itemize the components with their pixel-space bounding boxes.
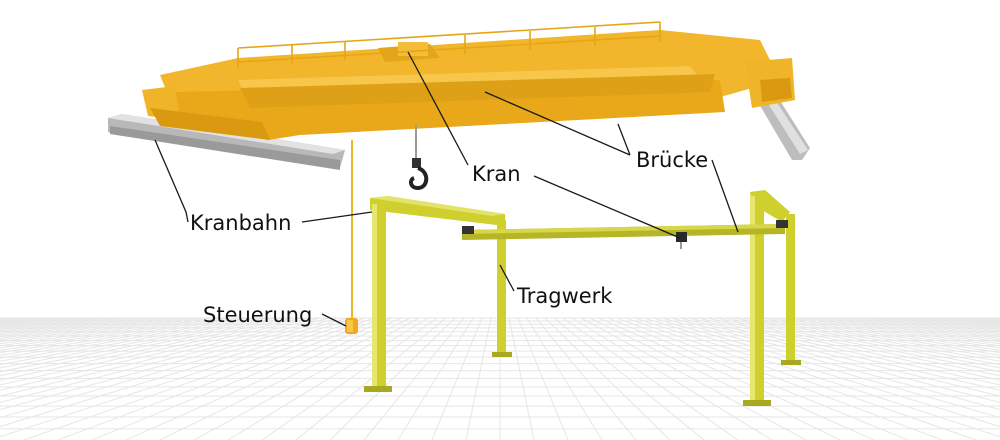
floor-grid-line [589,317,841,440]
leader-steuerung [321,313,347,327]
pendant-control-icon [345,318,358,334]
floor-grid-line [363,317,465,440]
floor-grid-line [0,317,195,347]
labels: Kranbahn Kran Brücke Tragwerk Steuerung [190,148,708,327]
floor-grid-line [0,317,303,386]
floor-grid-line [0,317,267,369]
floor-grid-line [571,317,773,440]
floor-grid-line [544,317,671,440]
floor-grid-line [91,317,393,440]
label-kran: Kran [472,162,521,186]
crane-bridge [142,21,795,140]
floor-grid-line [652,317,1000,419]
floor-grid-line [688,317,1000,391]
floor-grid-line [0,317,294,381]
floor-grid-line [0,317,168,341]
floor-grid-line [0,317,321,397]
floor-grid-line [553,317,705,440]
overhead-crane [108,21,810,334]
floor-grid-line [535,317,637,440]
support-structure [364,190,801,406]
leader-bruecke-1 [484,91,631,156]
floor-grid-line [0,317,240,359]
floor-grid-line [125,317,402,440]
leader-bruecke-3 [711,159,739,233]
floor-grid-line [23,317,375,440]
floor-grid-line [227,317,429,440]
floor-grid-line [706,317,1000,381]
leader-tragwerk [499,264,515,292]
label-tragwerk: Tragwerk [516,284,613,308]
column-front-right [743,196,771,406]
floor-grid-line [769,317,1000,356]
floor-grid-line [0,317,285,377]
floor-grid-line [329,317,456,440]
floor-grid-line [634,317,1000,438]
floor-grid-line [598,317,875,440]
floor-grid-line [796,317,1000,349]
floor-grid-line [643,317,1000,428]
floor-grid-line [0,317,258,365]
floor-grid-line [159,317,411,440]
floor-grid-line [0,317,213,351]
floor-grid-line [733,317,1000,369]
floor-grid-line [0,317,186,345]
floor-grid-line [805,317,1000,347]
floor-grid-line [724,317,1000,373]
floor-grid-line [0,317,312,391]
column-back-right [781,214,801,365]
leader-kranbahn-right [301,211,373,223]
floor-grid-line [0,317,231,356]
floor-grid-line [0,317,222,354]
floor-grid-line [823,317,1000,343]
label-steuerung: Steuerung [203,303,312,327]
floor-grid-line [261,317,438,440]
label-bruecke: Brücke [636,148,708,172]
floor-grid-line [760,317,1000,359]
leader-kranbahn [154,139,189,223]
floor-grid-line [580,317,807,440]
floor-grid-line [0,317,348,419]
floor-grid-line [57,317,384,440]
floor-grid-line [787,317,1000,351]
floor-grid-line [562,317,739,440]
floor-grid-line [661,317,1000,411]
floor-grid-line [526,317,603,440]
floor-grid-line [517,317,569,440]
floor-grid-line [295,317,447,440]
floor-grid-line [397,317,474,440]
floor-grid-line [625,317,977,440]
floor-grid-line [508,317,535,440]
floor-grid-line [0,317,339,411]
floor-grid-line [832,317,1000,341]
floor-grid-line [742,317,1000,365]
floor-grid-line [751,317,1000,362]
floor-grid-line [0,317,330,404]
leader-bruecke-2 [617,123,631,156]
floor-grid-line [0,317,276,373]
leader-lines [154,51,739,327]
floor-grid-line [0,317,177,343]
label-kranbahn: Kranbahn [190,211,291,235]
floor-grid-line [0,317,357,428]
leader-kran-light [533,175,681,239]
floor-grid-line [0,317,249,362]
floor-grid [0,317,1000,440]
floor-grid-line [0,317,366,438]
floor-grid-line [778,317,1000,354]
light-crane-girder [462,220,788,249]
floor-grid-line [431,317,483,440]
leader-kran [407,51,469,166]
runway-beam-right [752,88,810,160]
floor-grid-line [814,317,1000,345]
column-back-left [492,220,512,357]
floor-grid-line [715,317,1000,377]
column-front-left [364,204,392,392]
floor-grid-line [0,317,204,349]
hook-icon [408,158,429,191]
floor-grid-line [465,317,492,440]
floor-grid-line [616,317,943,440]
